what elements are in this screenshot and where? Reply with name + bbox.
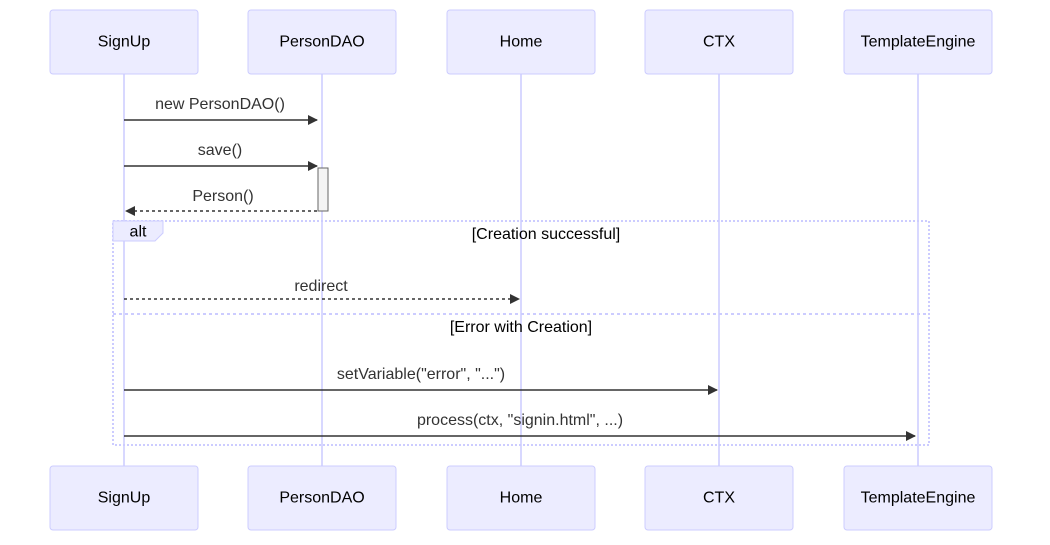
alt-frame: [112, 220, 930, 446]
message-label: process(ctx, "signin.html", ...): [417, 412, 623, 429]
actor-bottom-ctx: CTX: [644, 465, 794, 531]
actor-bottom-templateengine: TemplateEngine: [843, 465, 993, 531]
message-label: save(): [198, 142, 242, 159]
frame-label-text: alt: [130, 224, 147, 241]
actor-label: PersonDAO: [279, 34, 364, 51]
actor-top-persondao: PersonDAO: [247, 9, 397, 75]
actor-top-home: Home: [446, 9, 596, 75]
actor-top-ctx: CTX: [644, 9, 794, 75]
alt-frame-label: alt: [112, 220, 164, 242]
actor-label: CTX: [703, 490, 735, 507]
activation-persondao: [317, 167, 329, 212]
actor-bottom-persondao: PersonDAO: [247, 465, 397, 531]
actor-label: TemplateEngine: [861, 34, 976, 51]
actor-label: TemplateEngine: [861, 490, 976, 507]
message-label: redirect: [294, 278, 348, 295]
actor-label: SignUp: [98, 490, 151, 507]
message-label: Person(): [192, 188, 253, 205]
alt-condition-error: [Error with Creation]: [450, 319, 592, 336]
message-label: setVariable("error", "..."): [337, 366, 505, 383]
actor-bottom-signup: SignUp: [49, 465, 199, 531]
actor-label: Home: [500, 34, 543, 51]
actor-top-templateengine: TemplateEngine: [843, 9, 993, 75]
actor-bottom-home: Home: [446, 465, 596, 531]
actor-label: SignUp: [98, 34, 151, 51]
message-label: new PersonDAO(): [155, 96, 285, 113]
alt-condition-success: [Creation successful]: [472, 226, 621, 243]
actor-label: CTX: [703, 34, 735, 51]
actor-label: PersonDAO: [279, 490, 364, 507]
actor-top-signup: SignUp: [49, 9, 199, 75]
actor-label: Home: [500, 490, 543, 507]
